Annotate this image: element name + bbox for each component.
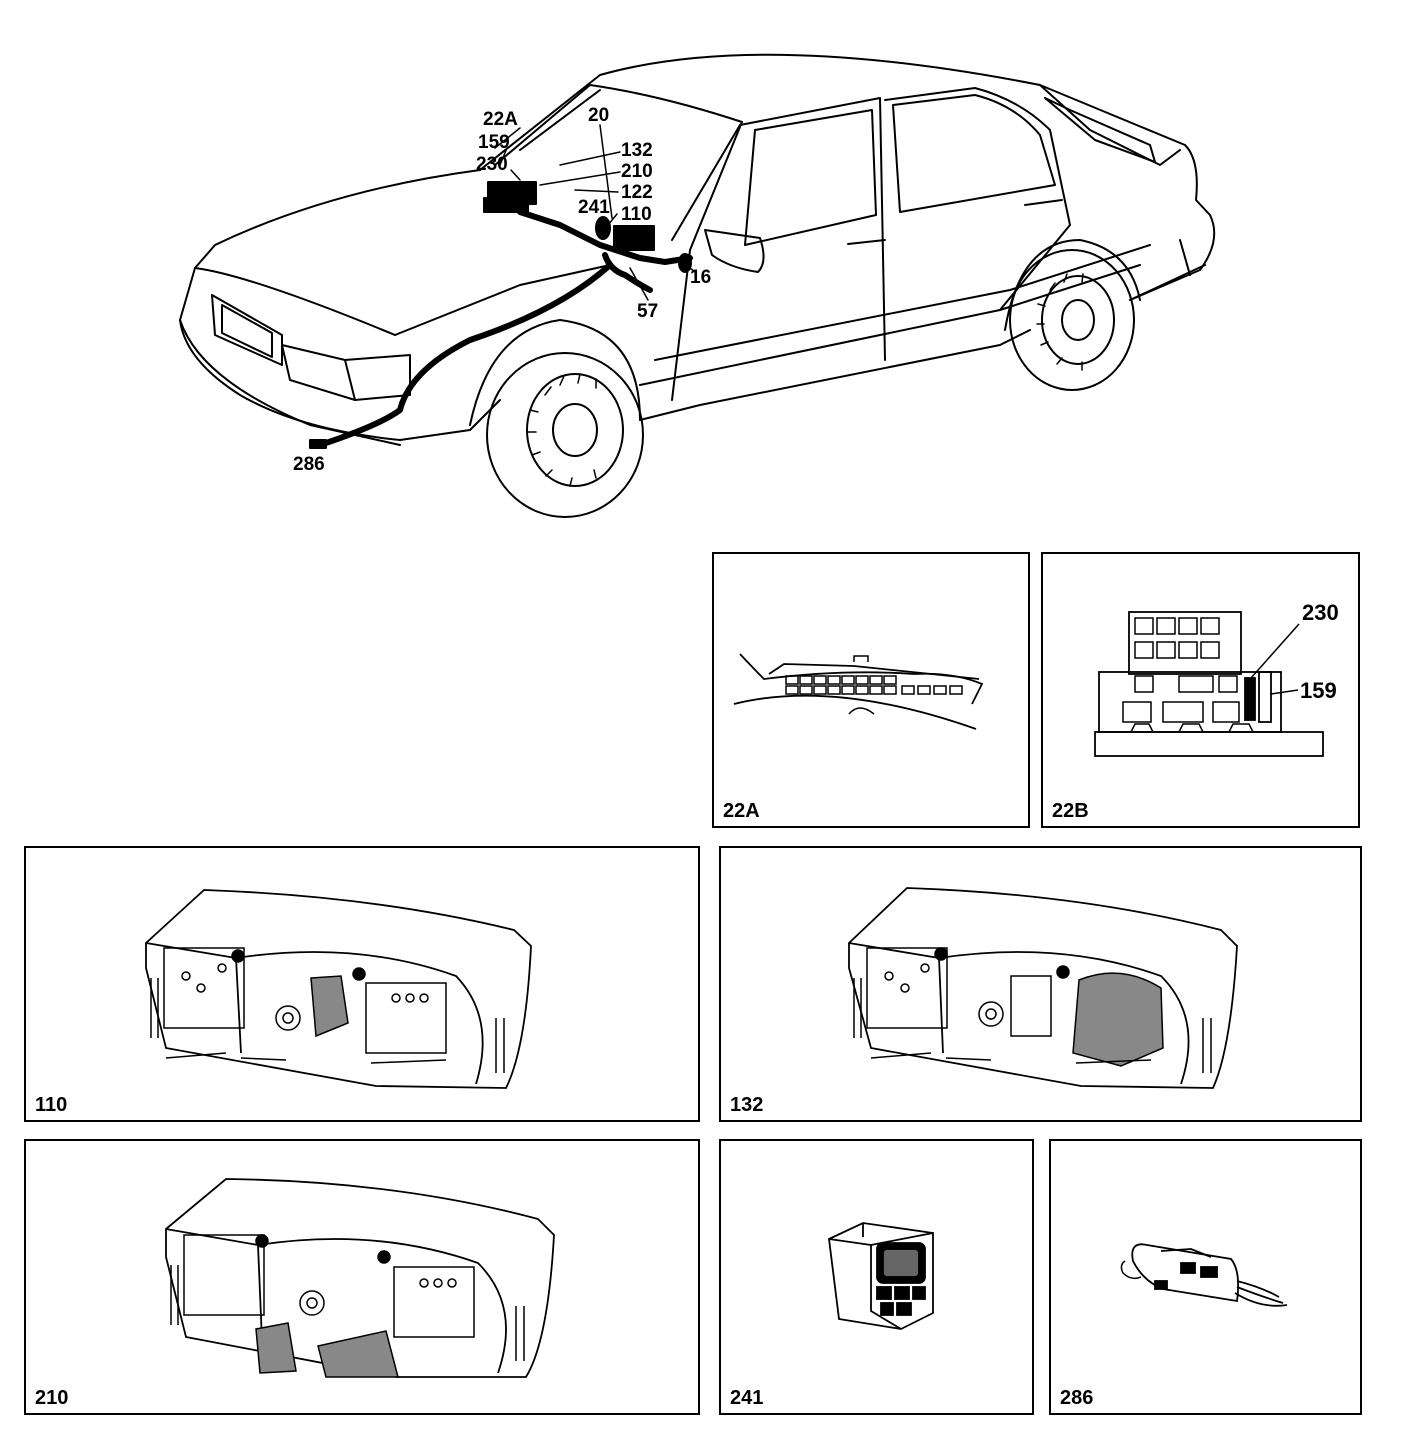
callout-20: 20 [588, 105, 610, 126]
fuse-box-22a-illustration [733, 653, 984, 730]
switch-241-illustration [828, 1222, 934, 1330]
callout-22a: 22A [483, 109, 518, 130]
panel-210: 210 [24, 1139, 700, 1415]
panel-label-22b: 22B [1052, 800, 1089, 822]
instrument-cluster-110-illustration [145, 889, 532, 1089]
callout-132: 132 [621, 140, 653, 161]
panel-132: 132 [719, 846, 1362, 1122]
callout-210: 210 [621, 161, 653, 182]
panel-22b: 230 159 22B [1041, 552, 1360, 828]
panel-label-210: 210 [35, 1387, 69, 1409]
relay-box-22b-illustration [1094, 611, 1324, 757]
panel-label-22a: 22A [723, 800, 760, 822]
panel-label-110: 110 [35, 1094, 68, 1116]
panel-label-241: 241 [730, 1387, 764, 1409]
callout-16: 16 [690, 267, 712, 288]
instrument-cluster-132-illustration [848, 887, 1238, 1089]
callout-22b-230: 230 [1302, 600, 1339, 625]
callout-241: 241 [578, 197, 610, 218]
panel-110: 110 [24, 846, 700, 1122]
callout-57: 57 [637, 301, 659, 322]
callout-159: 159 [478, 132, 510, 153]
callout-286: 286 [293, 454, 325, 475]
instrument-cluster-210-illustration [165, 1178, 555, 1378]
switch-286-illustration [1120, 1243, 1288, 1307]
car-overview-illustration [179, 53, 1216, 518]
callout-230: 230 [476, 154, 508, 175]
callout-122: 122 [621, 182, 653, 203]
panel-label-286: 286 [1060, 1387, 1094, 1409]
callout-22b-159: 159 [1300, 678, 1337, 703]
panel-22a: 22A [712, 552, 1030, 828]
panel-241: 241 [719, 1139, 1034, 1415]
panel-label-132: 132 [730, 1094, 764, 1116]
callout-110: 110 [621, 204, 652, 225]
panel-286: 286 [1049, 1139, 1362, 1415]
